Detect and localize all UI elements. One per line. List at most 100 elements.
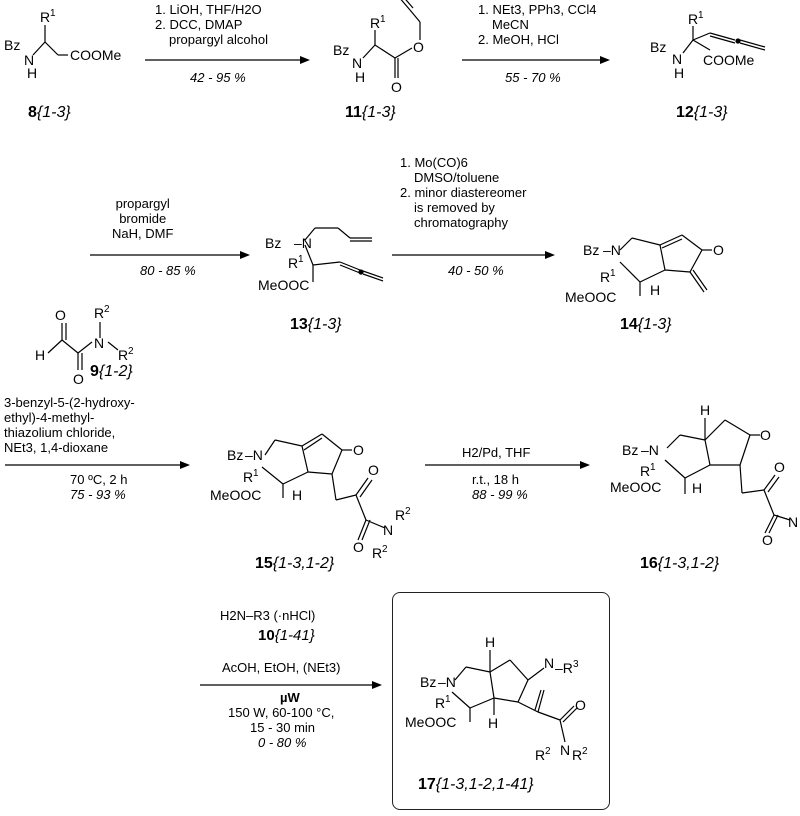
svg-text:N: N	[544, 655, 554, 671]
svg-text:–R: –R	[555, 660, 573, 676]
condition-line: MeCN	[492, 17, 529, 32]
svg-text:O: O	[353, 539, 364, 555]
compound-range: {1-3}	[693, 104, 728, 121]
svg-text:O: O	[774, 459, 785, 475]
svg-text:R: R	[94, 305, 104, 321]
condition-line: 1. Mo(CO)6	[400, 155, 468, 170]
svg-text:O: O	[413, 39, 424, 55]
svg-text:2: 2	[382, 544, 388, 555]
svg-text:1: 1	[50, 8, 56, 19]
conditions-step4: 1. Mo(CO)6 DMSO/toluene 2. minor diaster…	[400, 155, 526, 230]
svg-text:MeOOC: MeOOC	[610, 479, 661, 495]
compound-label-14: 14{1-3}	[620, 316, 672, 334]
compound-number: 9	[90, 363, 99, 380]
svg-text:R: R	[435, 695, 445, 711]
svg-text:O: O	[713, 242, 724, 258]
svg-text:–N: –N	[438, 674, 456, 690]
condition-line: propargyl	[115, 196, 170, 211]
conditions-step6-time: r.t., 18 h	[472, 472, 519, 487]
conditions-step1: 1. LiOH, THF/H2O 2. DCC, DMAP propargyl …	[155, 2, 268, 47]
condition-line: ethyl)-4-methyl-	[4, 410, 95, 425]
compound-label-13: 13{1-3}	[290, 316, 342, 334]
structure-8	[32, 25, 68, 56]
compound-range: {1-3}	[36, 104, 71, 121]
conditions-step7-time: 15 - 30 min	[250, 720, 316, 735]
compound-number: 10	[258, 627, 275, 644]
svg-text:MeOOC: MeOOC	[565, 289, 616, 305]
svg-text:O: O	[55, 307, 66, 323]
svg-text:H: H	[700, 402, 710, 418]
svg-text:N: N	[672, 51, 682, 67]
condition-line: 1. NEt3, PPh3, CCl4	[478, 2, 597, 17]
compound-number: 16	[640, 555, 658, 572]
svg-text:O: O	[353, 442, 364, 458]
condition-line: 3-benzyl-5-(2-hydroxy-	[4, 395, 135, 410]
svg-text:N: N	[94, 335, 104, 351]
compound-number: 11	[345, 104, 362, 121]
svg-text:Bz: Bz	[650, 39, 666, 55]
condition-line: NaH, DMF	[112, 226, 174, 241]
yield-step6: 88 - 99 %	[472, 487, 528, 502]
svg-text:R: R	[372, 545, 382, 561]
compound-range: {1-3,1-2}	[272, 555, 335, 572]
condition-line: NEt3, 1,4-dioxane	[4, 440, 109, 455]
svg-text:R: R	[118, 347, 128, 363]
structure-16	[664, 418, 791, 534]
svg-text:R: R	[600, 269, 610, 285]
svg-text:O: O	[391, 79, 402, 95]
svg-text:1: 1	[298, 254, 304, 265]
svg-text:H: H	[292, 487, 302, 503]
compound-range: {1-3}	[361, 104, 396, 121]
svg-text:Bz: Bz	[583, 242, 599, 258]
yield-step1: 42 - 95 %	[190, 70, 246, 85]
structure-14	[619, 234, 712, 296]
svg-text:O: O	[73, 371, 84, 387]
svg-text:N: N	[383, 522, 393, 538]
svg-text:3: 3	[573, 659, 579, 670]
svg-text:O: O	[762, 532, 773, 548]
svg-text:Bz: Bz	[333, 42, 349, 58]
compound-range: {1-2}	[98, 363, 133, 380]
structure-11	[362, 0, 421, 78]
svg-text:H: H	[27, 65, 37, 81]
svg-text:1: 1	[253, 468, 259, 479]
yield-step4: 40 - 50 %	[448, 263, 504, 278]
compound-number: 8	[28, 104, 37, 121]
svg-text:2: 2	[582, 746, 588, 757]
compound-range: {1-3}	[637, 316, 672, 333]
compound-label-11: 11{1-3}	[345, 104, 396, 122]
svg-text:R: R	[40, 9, 50, 25]
compound-range: {1-3}	[307, 316, 342, 333]
compound-number: 15	[255, 555, 273, 572]
svg-text:H: H	[674, 65, 684, 81]
yield-step3: 80 - 85 %	[140, 263, 196, 278]
svg-text:–N: –N	[245, 447, 263, 463]
structure-17	[451, 650, 578, 743]
svg-text:R: R	[395, 507, 405, 523]
svg-text:2: 2	[104, 304, 110, 315]
compound-label-10: 10{1-41}	[258, 627, 315, 644]
svg-text:H: H	[488, 715, 498, 731]
svg-text:H: H	[35, 347, 45, 363]
atom-labels: Bz N H R 1 COOMe Bz N H R 1 O O Bz N H R…	[4, 8, 798, 763]
compound-label-12: 12{1-3}	[676, 104, 728, 122]
svg-text:–N: –N	[641, 442, 659, 458]
compound-label-16: 16{1-3,1-2}	[640, 555, 719, 573]
svg-text:–N: –N	[294, 235, 312, 251]
condition-line: 1. LiOH, THF/H2O	[155, 2, 262, 17]
product-box	[392, 592, 610, 810]
compound-range: {1-3,1-2}	[657, 555, 720, 572]
condition-line: propargyl alcohol	[169, 32, 269, 47]
compound-label-8: 8{1-3}	[28, 104, 71, 122]
conditions-step5: 3-benzyl-5-(2-hydroxy- ethyl)-4-methyl- …	[4, 395, 135, 455]
conditions-step7-amine: H2N–R3 (·nHCl)	[220, 608, 316, 623]
svg-text:R: R	[288, 255, 298, 271]
svg-text:H: H	[650, 282, 660, 298]
svg-text:MeOOC: MeOOC	[258, 277, 309, 293]
conditions-step7-power: 150 W, 60-100 °C,	[228, 705, 335, 720]
compound-range: {1-3,1-2,1-41}	[435, 776, 534, 793]
condition-line: 2. MeOH, HCl	[478, 32, 559, 47]
svg-text:1: 1	[650, 462, 656, 473]
compound-number: 12	[676, 104, 694, 121]
compound-number: 13	[290, 316, 308, 333]
